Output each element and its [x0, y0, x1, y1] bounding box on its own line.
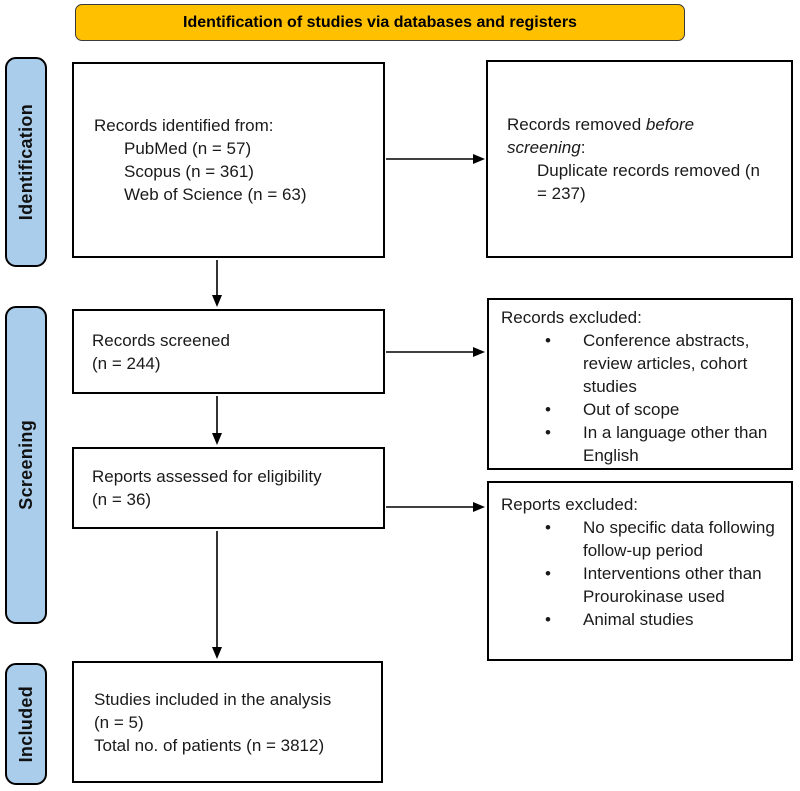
box-reports-assessed: Reports assessed for eligibility (n = 36…	[72, 447, 385, 529]
reports-excluded-list: • No specific data following follow-up p…	[501, 516, 783, 631]
bullet-icon: •	[545, 610, 551, 629]
records-removed-prefix: Records removed	[507, 115, 646, 134]
reports-excluded-title: Reports excluded:	[501, 495, 639, 514]
records-identified-intro: Records identified from:	[94, 116, 274, 135]
records-identified-wos: Web of Science (n = 63)	[124, 185, 307, 204]
phase-label-included: Included	[5, 663, 47, 785]
box-records-screened: Records screened (n = 244)	[72, 309, 385, 394]
reports-assessed-line2: (n = 36)	[92, 490, 152, 509]
list-item: • In a language other than English	[501, 421, 783, 467]
box-reports-excluded: Reports excluded: • No specific data fol…	[487, 481, 793, 661]
bullet-icon: •	[545, 564, 551, 583]
phase-label-identification: Identification	[5, 57, 47, 267]
list-item: • Conference abstracts, review articles,…	[501, 329, 783, 398]
records-excluded-bullet-1: Conference abstracts, review articles, c…	[583, 331, 750, 396]
list-item: • Out of scope	[501, 398, 783, 421]
reports-excluded-bullet-2: Interventions other than Prourokinase us…	[583, 564, 762, 606]
records-removed-heading: Records removed before screening:	[507, 113, 766, 159]
reports-excluded-bullet-3: Animal studies	[583, 610, 694, 629]
bullet-icon: •	[545, 400, 551, 419]
records-excluded-list: • Conference abstracts, review articles,…	[501, 329, 783, 467]
records-identified-pubmed: PubMed (n = 57)	[124, 139, 252, 158]
records-excluded-bullet-2: Out of scope	[583, 400, 680, 419]
phase-label-screening-text: Screening	[15, 420, 36, 510]
list-item: • No specific data following follow-up p…	[501, 516, 783, 562]
banner-identification-of-studies: Identification of studies via databases …	[75, 4, 685, 41]
box-studies-included: Studies included in the analysis (n = 5)…	[72, 661, 383, 783]
phase-label-screening: Screening	[5, 306, 47, 624]
reports-assessed-line1: Reports assessed for eligibility	[92, 467, 322, 486]
box-records-identified: Records identified from: PubMed (n = 57)…	[72, 62, 385, 258]
reports-excluded-bullet-1: No specific data following follow-up per…	[583, 518, 775, 560]
records-excluded-bullet-3: In a language other than English	[583, 423, 768, 465]
bullet-icon: •	[545, 518, 551, 537]
box-records-removed: Records removed before screening: Duplic…	[486, 60, 793, 258]
records-removed-duplicates: Duplicate records removed (n = 237)	[537, 161, 760, 203]
records-screened-line1: Records screened	[92, 330, 230, 350]
list-item: • Interventions other than Prourokinase …	[501, 562, 783, 608]
banner-title: Identification of studies via databases …	[183, 13, 577, 31]
studies-included-line3: Total no. of patients (n = 3812)	[94, 735, 325, 755]
studies-included-line2: (n = 5)	[94, 712, 144, 732]
records-excluded-title: Records excluded:	[501, 308, 642, 327]
records-removed-suffix: :	[580, 138, 586, 157]
phase-label-identification-text: Identification	[15, 103, 36, 221]
studies-included-line1: Studies included in the analysis	[94, 689, 332, 709]
bullet-icon: •	[545, 331, 551, 350]
box-records-excluded: Records excluded: • Conference abstracts…	[487, 298, 793, 470]
phase-label-included-text: Included	[15, 685, 36, 763]
records-screened-line2: (n = 244)	[92, 353, 161, 373]
bullet-icon: •	[545, 423, 551, 442]
records-removed-italic: before screening	[507, 115, 695, 157]
records-identified-scopus: Scopus (n = 361)	[124, 162, 254, 181]
list-item: • Animal studies	[501, 608, 783, 631]
